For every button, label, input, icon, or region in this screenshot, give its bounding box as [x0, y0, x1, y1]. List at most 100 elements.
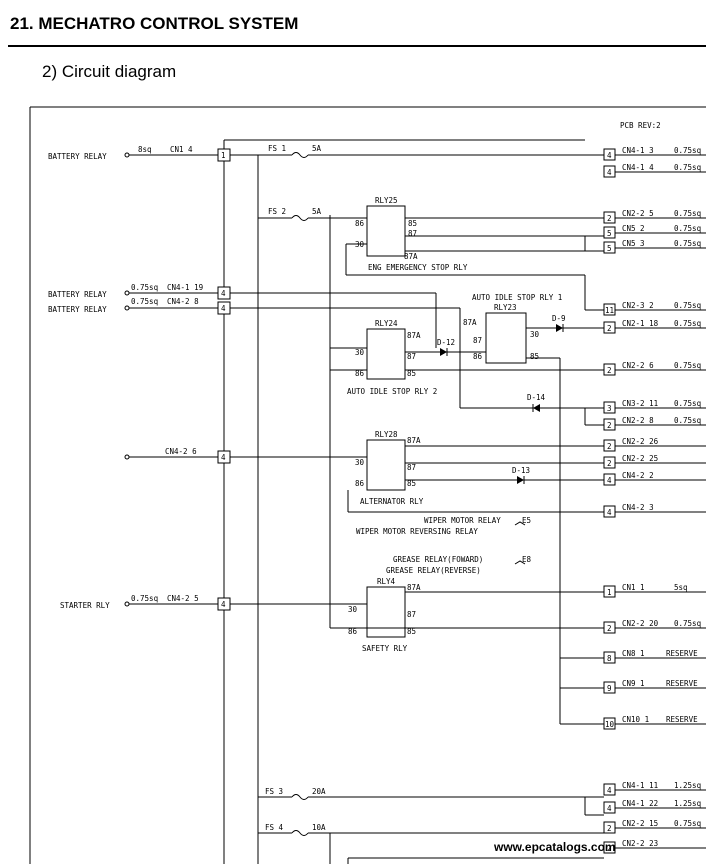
- svg-text:5A: 5A: [312, 207, 322, 216]
- svg-text:FS 2: FS 2: [268, 207, 286, 216]
- connector-name: CN9 1: [622, 679, 645, 688]
- connector-pin: 10: [605, 720, 615, 729]
- connector-spec: 0.75sq: [674, 819, 701, 828]
- svg-text:85: 85: [407, 369, 416, 378]
- connector-name: CN2-1 18: [622, 319, 659, 328]
- connector-pin: 1: [607, 588, 612, 597]
- svg-text:FS 1: FS 1: [268, 144, 286, 153]
- connector-name: CN4-1 22: [622, 799, 658, 808]
- wire-spec: CN4-2 5: [167, 594, 199, 603]
- connector-name: CN5 3: [622, 239, 645, 248]
- svg-text:E5: E5: [522, 516, 531, 525]
- svg-text:87A: 87A: [407, 436, 421, 445]
- svg-text:85: 85: [407, 627, 416, 636]
- svg-text:D-13: D-13: [512, 466, 530, 475]
- svg-text:87A: 87A: [463, 318, 477, 327]
- svg-text:30: 30: [348, 605, 358, 614]
- connector-pin: 11: [605, 306, 614, 315]
- connector-pin: 2: [607, 624, 612, 633]
- connector-pin: 2: [607, 824, 612, 833]
- connector-pin: 2: [607, 442, 612, 451]
- fuse-fs1: FS 1 5A: [230, 144, 604, 158]
- watermark: www.epcatalogs.com: [494, 840, 616, 854]
- svg-text:4: 4: [221, 453, 226, 462]
- fuse-fs2: FS 2 5A: [258, 207, 330, 221]
- connector-name: CN4-2 3: [622, 503, 654, 512]
- connector-spec: 0.75sq: [674, 319, 701, 328]
- svg-text:20A: 20A: [312, 787, 326, 796]
- svg-text:87: 87: [407, 352, 416, 361]
- diode-d14: D-14: [527, 393, 546, 412]
- connector-name: CN2-2 15: [622, 819, 658, 828]
- connector-pin: 4: [607, 476, 612, 485]
- connector-pin: 4: [607, 786, 612, 795]
- title-rule: [8, 45, 706, 47]
- svg-text:AUTO IDLE STOP RLY 2: AUTO IDLE STOP RLY 2: [347, 387, 437, 396]
- svg-text:GREASE RELAY(FOWARD): GREASE RELAY(FOWARD): [393, 555, 483, 564]
- right-connector-row: 2 CN2-2 15 0.75sq: [603, 819, 706, 834]
- wire-spec: 8sq: [138, 145, 152, 154]
- svg-text:30: 30: [355, 348, 365, 357]
- terminal: [124, 601, 130, 607]
- svg-text:5A: 5A: [312, 144, 322, 153]
- connector-spec: RESERVE: [666, 715, 698, 724]
- svg-text:RLY28: RLY28: [375, 430, 398, 439]
- wire-spec: 0.75sq: [131, 594, 158, 603]
- fuse-fs3: FS 3 20A: [258, 787, 604, 800]
- connector-spec: 0.75sq: [674, 163, 701, 172]
- wire-spec: CN4-2 8: [167, 297, 199, 306]
- connector-pin: 2: [607, 459, 612, 468]
- connector-name: CN4-1 11: [622, 781, 658, 790]
- right-connector-row: 4 CN4-1 11 1.25sq: [603, 781, 706, 796]
- svg-text:FS 3: FS 3: [265, 787, 283, 796]
- svg-text:FS 4: FS 4: [265, 823, 284, 832]
- connector-spec: 1.25sq: [674, 781, 701, 790]
- svg-text:87: 87: [407, 610, 416, 619]
- svg-text:87: 87: [408, 229, 417, 238]
- svg-text:E8: E8: [522, 555, 532, 564]
- left-label: STARTER RLY: [60, 601, 110, 610]
- connector-name: CN2-2 26: [622, 437, 659, 446]
- svg-text:87A: 87A: [404, 252, 418, 261]
- svg-text:D-12: D-12: [437, 338, 455, 347]
- fuse-fs4: FS 4 10A: [258, 823, 604, 836]
- svg-text:86: 86: [355, 369, 365, 378]
- diode-d13: D-13: [512, 466, 530, 484]
- svg-text:86: 86: [348, 627, 358, 636]
- svg-text:SAFETY RLY: SAFETY RLY: [362, 644, 408, 653]
- svg-text:RLY4: RLY4: [377, 577, 396, 586]
- svg-text:WIPER MOTOR RELAY: WIPER MOTOR RELAY: [424, 516, 501, 525]
- svg-text:1: 1: [221, 151, 226, 160]
- connector-spec: 0.75sq: [674, 361, 701, 370]
- wire-spec: CN4-2 6: [165, 447, 197, 456]
- connector-pin: 5: [607, 229, 612, 238]
- pcb-rev-label: PCB REV:2: [620, 121, 661, 130]
- connector-pin: 2: [607, 844, 612, 853]
- connector-spec: 0.75sq: [674, 399, 701, 408]
- ext-label-e5: WIPER MOTOR RELAY WIPER MOTOR REVERSING …: [356, 516, 531, 536]
- left-label: BATTERY RELAY: [48, 305, 107, 314]
- wire-spec: 0.75sq: [131, 297, 158, 306]
- svg-text:86: 86: [473, 352, 483, 361]
- wire-spec: CN4-1 19: [167, 283, 203, 292]
- connector-name: CN8 1: [622, 649, 645, 658]
- connector-name: CN2-2 20: [622, 619, 659, 628]
- connector-spec: 0.75sq: [674, 301, 701, 310]
- svg-text:GREASE RELAY(REVERSE): GREASE RELAY(REVERSE): [386, 566, 481, 575]
- connector-spec: 0.75sq: [674, 619, 701, 628]
- right-connector-row: 2 CN2-2 26: [603, 437, 706, 452]
